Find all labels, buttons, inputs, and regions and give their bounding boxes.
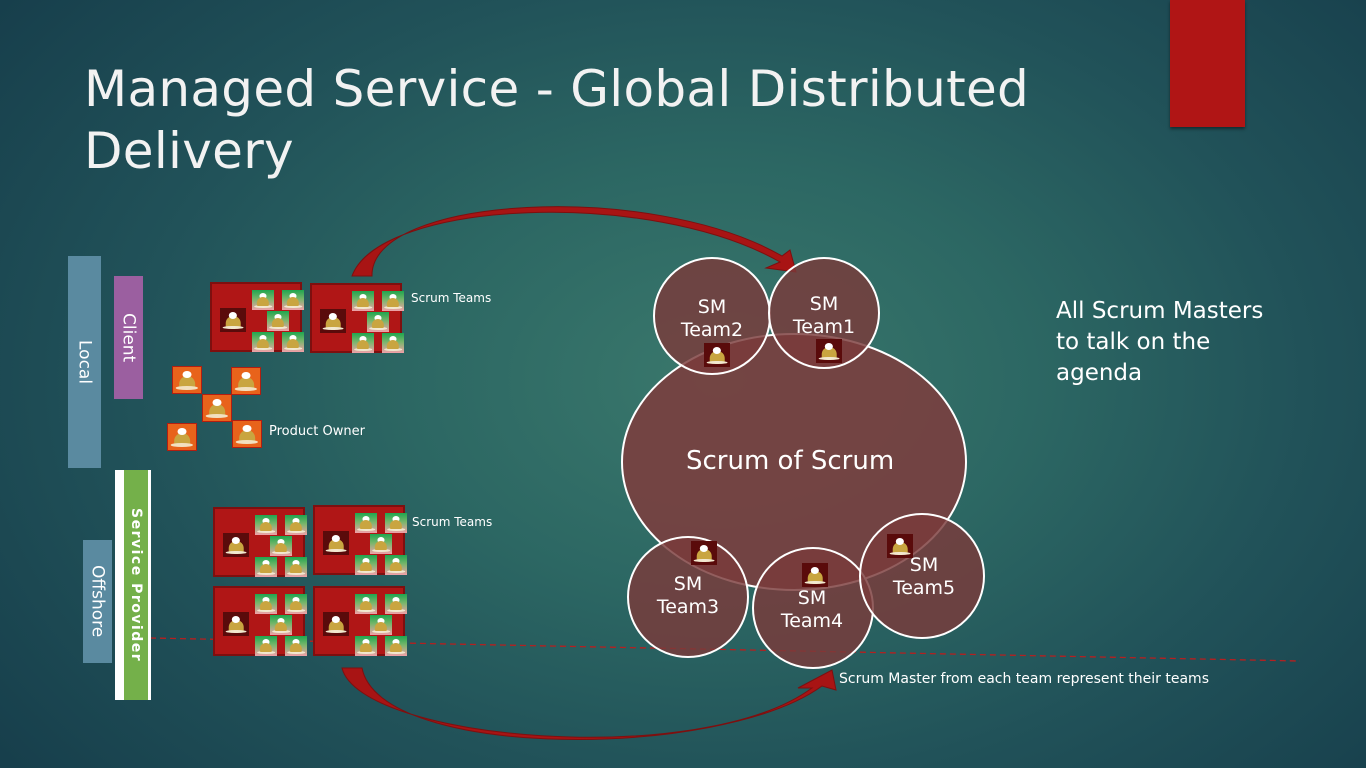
scrum-master-person-icon — [220, 308, 246, 332]
team-member-person-icon — [382, 333, 404, 353]
accent-tab — [1170, 0, 1245, 127]
team-member-person-icon — [385, 636, 407, 656]
offshore-label: Offshore — [87, 565, 108, 638]
representation-note: Scrum Master from each team represent th… — [839, 671, 1209, 687]
team-member-person-icon — [255, 515, 277, 535]
team-member-person-icon — [285, 515, 307, 535]
sm-team5-line1: SM — [909, 554, 939, 576]
product-owner-icon — [202, 394, 232, 422]
team-member-person-icon — [352, 291, 374, 311]
team-member-person-icon — [285, 636, 307, 656]
team-member-person-icon — [270, 615, 292, 635]
scrum-master-icon — [887, 534, 913, 558]
client-label: Client — [118, 312, 139, 363]
team-member-person-icon — [255, 594, 277, 614]
sm-team4-label: SM Team4 — [762, 587, 862, 633]
team-member-person-icon — [352, 333, 374, 353]
slide-title: Managed Service - Global Distributed Del… — [84, 60, 1030, 180]
team-member-person-icon — [285, 557, 307, 577]
scrum-team-box — [313, 505, 407, 575]
team-member-person-icon — [252, 290, 274, 310]
team-member-person-icon — [255, 557, 277, 577]
scrum-master-person-icon — [320, 309, 346, 333]
scrum-master-icon — [816, 339, 842, 363]
sm-team2-line1: SM — [697, 296, 727, 318]
scrum-team-box — [213, 507, 307, 577]
scrum-master-icon — [691, 541, 717, 565]
local-label: Local — [74, 339, 95, 385]
sm-team5-line2: Team5 — [892, 577, 956, 599]
scrum-master-person-icon — [223, 533, 249, 557]
team-member-person-icon — [370, 534, 392, 554]
local-bar: Local — [68, 256, 101, 468]
team-member-person-icon — [285, 594, 307, 614]
sm-team3-line1: SM — [673, 573, 703, 595]
sm-team1-label: SM Team1 — [774, 293, 874, 339]
offshore-bar: Offshore — [83, 540, 112, 663]
product-owner-icon — [232, 420, 262, 448]
sm-team1-circle — [768, 257, 880, 369]
sm-team2-label: SM Team2 — [662, 296, 762, 342]
product-owner-icon — [231, 367, 261, 395]
sm-team1-line1: SM — [809, 293, 839, 315]
sm-team4-line2: Team4 — [780, 610, 844, 632]
client-bar: Client — [114, 276, 143, 399]
scrum-master-person-icon — [223, 612, 249, 636]
team-member-person-icon — [267, 311, 289, 331]
product-owner-icon — [172, 366, 202, 394]
scrum-team-box — [213, 586, 307, 656]
sm-team3-circle — [627, 536, 749, 658]
scrum-master-person-icon — [323, 531, 349, 555]
service-provider-bar: Service Provider — [124, 470, 148, 700]
team-member-person-icon — [355, 555, 377, 575]
scrum-team-box — [210, 282, 304, 352]
sm-team5-label: SM Team5 — [874, 554, 974, 600]
team-member-person-icon — [355, 594, 377, 614]
team-member-person-icon — [270, 536, 292, 556]
scrum-team-box — [310, 283, 404, 353]
top-arrow — [351, 206, 797, 277]
team-member-person-icon — [282, 332, 304, 352]
scrum-team-box — [313, 586, 407, 656]
sm-team2-line2: Team2 — [680, 319, 744, 341]
team-member-person-icon — [255, 636, 277, 656]
client-scrum-teams-label: Scrum Teams — [411, 291, 492, 305]
provider-scrum-teams-label: Scrum Teams — [412, 515, 493, 529]
scrum-of-scrum-label: Scrum of Scrum — [686, 446, 895, 476]
scrum-master-person-icon — [323, 612, 349, 636]
team-member-person-icon — [252, 332, 274, 352]
team-member-person-icon — [355, 636, 377, 656]
sm-team1-line2: Team1 — [792, 316, 856, 338]
bottom-arrow — [341, 667, 837, 740]
agenda-note: All Scrum Masters to talk on the agenda — [1056, 298, 1264, 386]
product-owner-label: Product Owner — [269, 424, 365, 439]
team-member-person-icon — [385, 513, 407, 533]
team-member-person-icon — [367, 312, 389, 332]
team-member-person-icon — [382, 291, 404, 311]
sm-team3-line2: Team3 — [656, 596, 720, 618]
team-member-person-icon — [370, 615, 392, 635]
team-member-person-icon — [282, 290, 304, 310]
team-member-person-icon — [385, 594, 407, 614]
scrum-master-icon — [704, 343, 730, 367]
product-owner-icon — [167, 423, 197, 451]
scrum-master-icon — [802, 563, 828, 587]
team-member-person-icon — [355, 513, 377, 533]
sm-team4-line1: SM — [797, 587, 827, 609]
service-provider-label: Service Provider — [128, 507, 144, 663]
sm-team3-label: SM Team3 — [638, 573, 738, 619]
team-member-person-icon — [385, 555, 407, 575]
